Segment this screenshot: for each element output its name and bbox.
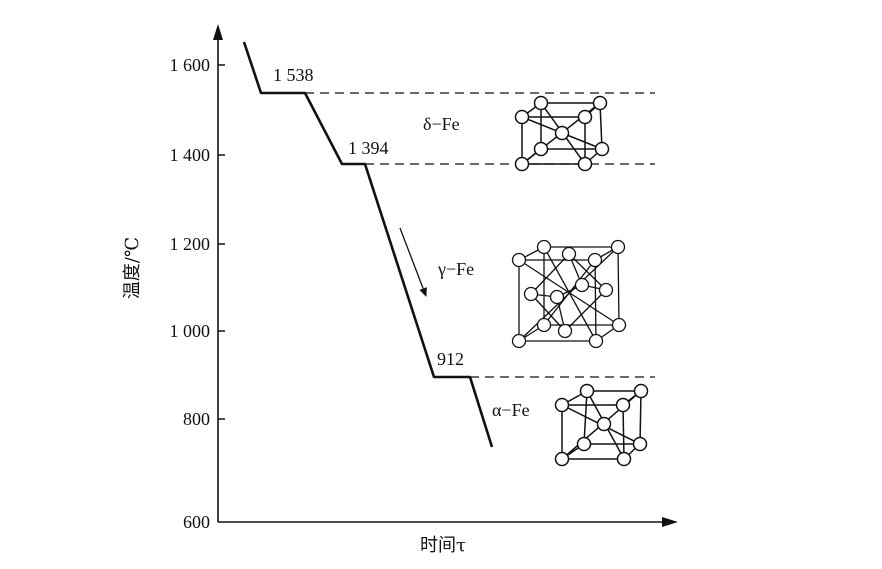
cooling-direction-arrow-icon [399, 227, 427, 297]
cooling-curve [242, 41, 494, 448]
bcc-cell-alpha-icon [554, 383, 649, 467]
y-tick-label-1400: 1 400 [170, 145, 211, 165]
y-tick-labels: 600 800 1 000 1 200 1 400 1 600 [170, 55, 211, 532]
y-tick-marks [218, 64, 225, 420]
transition-label-1394: 1 394 [348, 138, 389, 158]
y-tick-label-1000: 1 000 [170, 321, 211, 341]
phase-label-alpha: α−Fe [492, 400, 530, 420]
y-tick-label-600: 600 [183, 512, 210, 532]
y-axis-title: 温度/℃ [122, 237, 143, 299]
y-axis-arrow-icon [213, 24, 223, 40]
transition-label-912: 912 [437, 349, 464, 369]
x-axis-arrow-icon [662, 517, 678, 527]
fcc-cell-gamma-icon [511, 239, 627, 349]
transition-label-1538: 1 538 [273, 65, 314, 85]
bcc-cell-delta-icon [514, 95, 610, 172]
x-axis-title: 时间τ [420, 535, 466, 556]
y-tick-label-800: 800 [183, 409, 210, 429]
transition-lines [305, 92, 655, 378]
phase-label-delta: δ−Fe [423, 114, 460, 134]
y-tick-label-1200: 1 200 [170, 234, 211, 254]
phase-label-gamma: γ−Fe [437, 259, 474, 279]
y-tick-label-1600: 1 600 [170, 55, 211, 75]
